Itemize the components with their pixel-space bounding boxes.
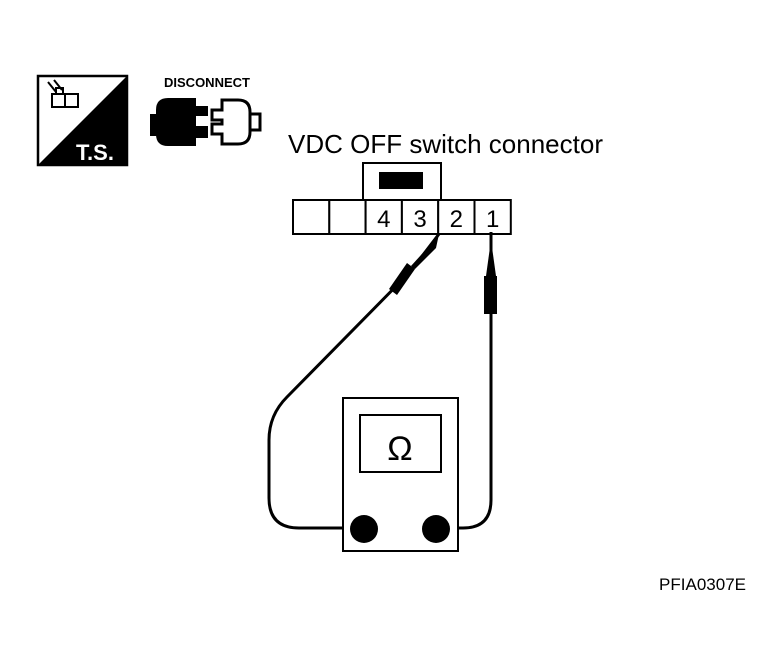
terminal-cell [292, 199, 331, 235]
terminal-cell [328, 199, 367, 235]
probe-tip-right [486, 240, 496, 276]
probe-lead-terminal-1 [437, 232, 493, 530]
terminal-number: 2 [450, 206, 463, 233]
probe-handles [389, 234, 497, 314]
probe-handle-right [484, 276, 497, 314]
terminal-cell [473, 199, 512, 235]
figure-code: PFIA0307E [659, 575, 746, 594]
terminal-cell [400, 199, 440, 235]
probe-handle-left [389, 263, 415, 295]
ohm-symbol: Ω [387, 430, 412, 468]
trouble-shooting-icon: T.S. [36, 74, 129, 167]
probe-tip-left [411, 234, 439, 269]
ts-label: T.S. [76, 140, 114, 165]
disconnect-label: DISCONNECT [164, 75, 250, 90]
probe-leads [267, 232, 493, 530]
disconnected-connector-icon: DISCONNECT [150, 75, 262, 146]
ohmmeter: Ω [342, 397, 459, 552]
terminal-number: 1 [486, 206, 499, 233]
meter-jack-right [422, 515, 450, 543]
meter-display [359, 414, 442, 473]
meter-jack-left [350, 515, 378, 543]
terminal-number: 4 [377, 206, 390, 233]
terminal-cell [437, 199, 476, 235]
connector-title: VDC OFF switch connector [288, 129, 603, 159]
terminal-number: 3 [413, 206, 426, 233]
connector-latch [362, 162, 442, 203]
probe-lead-terminal-2 [267, 233, 441, 530]
